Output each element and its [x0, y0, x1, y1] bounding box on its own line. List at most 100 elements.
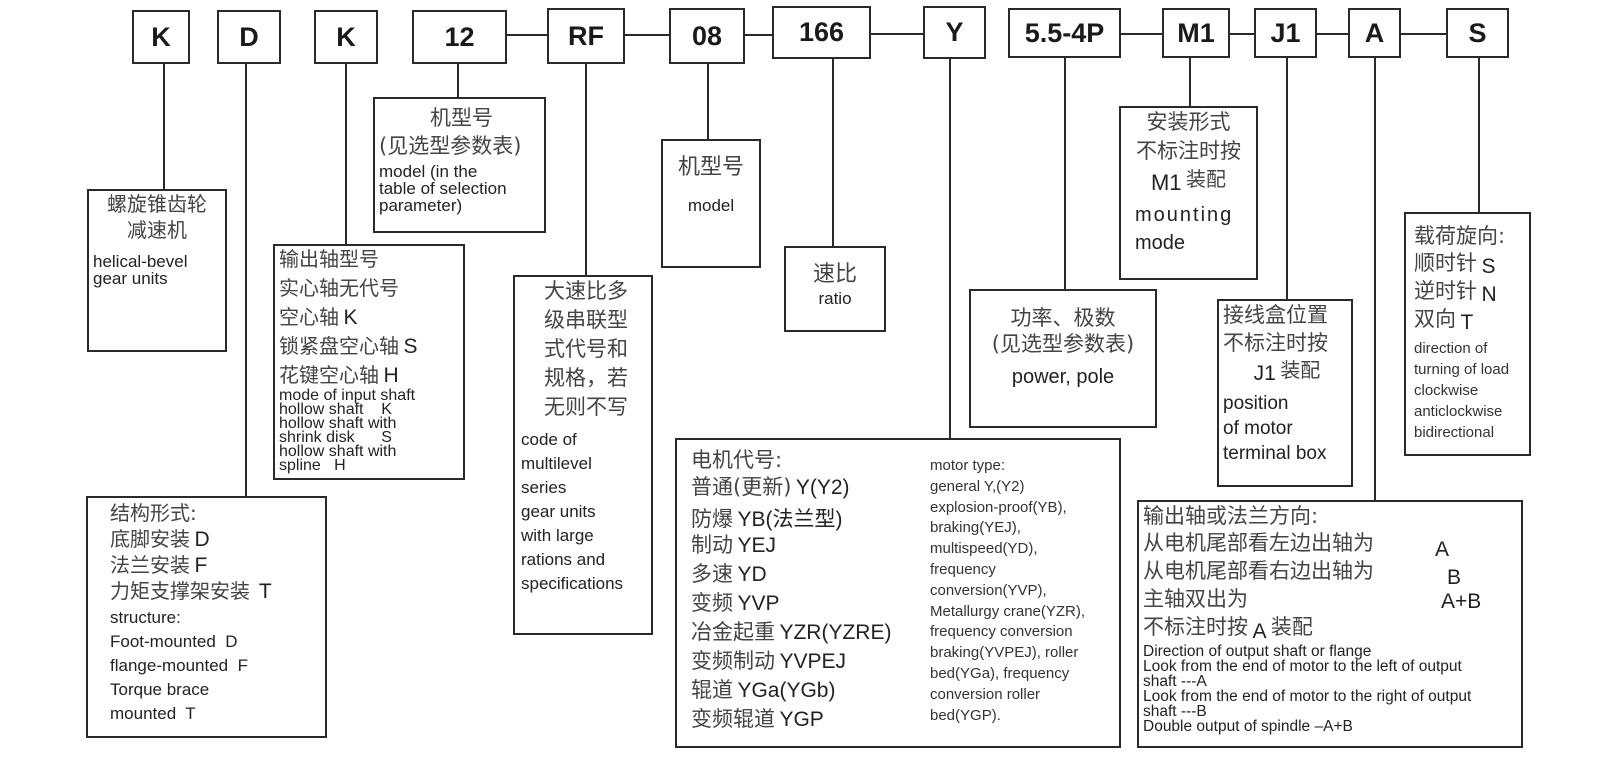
connector-a-s	[1401, 33, 1446, 35]
size-en-line: parameter)	[379, 196, 463, 215]
load-title: 载荷旋向:	[1414, 224, 1506, 248]
code-box-d-structure: D	[217, 10, 281, 64]
leader-motor	[949, 59, 951, 438]
size-zh-line: 机型号	[430, 106, 493, 130]
box-mounting: 安装形式 不标注时按 M1 装配 mounting mode	[1119, 106, 1258, 280]
shaft-item: 实心轴无代号	[279, 276, 399, 300]
code-box-size: 12	[412, 10, 507, 64]
mounting-zh-line: 不标注时按	[1136, 139, 1241, 163]
motor-en-line: Metallurgy crane(YZR),	[930, 602, 1086, 620]
shaft-item: 空心轴 K	[279, 305, 358, 329]
model-en: model	[687, 196, 735, 215]
motor-item: 变频制动 YVPEJ	[691, 649, 846, 673]
code-box-k-shaft: K	[314, 10, 378, 64]
leader-type	[163, 64, 165, 189]
motor-item: 制动 YEJ	[691, 533, 776, 557]
size-zh-line: (见选型参数表)	[379, 134, 522, 158]
motor-en-line: multispeed(YD),	[930, 540, 1038, 558]
terminal-zh-line: 不标注时按	[1223, 331, 1328, 355]
connector-rf-08	[625, 34, 669, 36]
terminal-en-line: terminal box	[1223, 443, 1327, 464]
leader-shaft	[345, 64, 347, 244]
box-model: 机型号 model	[661, 139, 761, 268]
motor-en-line: motor type:	[930, 457, 1006, 474]
leader-rf	[585, 64, 587, 275]
box-power-pole: 功率、极数 (见选型参数表) power, pole	[969, 289, 1157, 428]
model-zh: 机型号	[677, 155, 744, 180]
code-box-ratio: 166	[772, 6, 871, 59]
multilevel-en-line: specifications	[521, 574, 624, 593]
code-box-rf: RF	[547, 8, 625, 64]
power-zh-line: (见选型参数表)	[991, 332, 1135, 356]
motor-en-line: conversion(YVP),	[930, 581, 1047, 599]
connector-08-166	[745, 34, 772, 36]
shaft-item: 花键空心轴 H	[279, 363, 399, 387]
leader-power	[1064, 58, 1066, 289]
leader-size	[457, 64, 459, 97]
multilevel-en-line: series	[521, 478, 567, 497]
code-box-direction: A	[1348, 8, 1401, 58]
size-en-line: table of selection	[379, 179, 507, 198]
multilevel-zh-line: 级串联型	[544, 308, 628, 332]
power-en: power, pole	[1011, 366, 1115, 388]
leader-structure	[245, 64, 247, 496]
direction-en-line: Double output of spindle –A+B	[1143, 718, 1353, 735]
direction-en-line: Look from the end of motor to the left o…	[1143, 658, 1462, 675]
direction-en-line: Look from the end of motor to the right …	[1143, 688, 1472, 705]
direction-en-line: shaft ---A	[1143, 673, 1207, 690]
motor-item: 变频 YVP	[691, 591, 780, 615]
code-box-power: 5.5-4P	[1008, 8, 1121, 58]
code-box-motor: Y	[923, 6, 986, 59]
load-en-line: direction of	[1414, 340, 1488, 357]
connector-12-rf	[507, 34, 547, 36]
type-zh-line: 螺旋锥齿轮	[107, 192, 207, 216]
direction-en-line: Direction of output shaft or flange	[1143, 643, 1372, 660]
motor-en-line: frequency conversion	[930, 623, 1073, 641]
leader-load	[1478, 58, 1480, 212]
code-box-terminal: J1	[1254, 8, 1317, 58]
terminal-en-line: position	[1223, 393, 1289, 414]
mounting-default: M1 装配	[1150, 167, 1226, 195]
ratio-en: ratio	[818, 289, 852, 308]
structure-item: 法兰安装 F	[110, 553, 208, 577]
connector-166-y	[871, 33, 923, 35]
shaft-en-line: mode of input shaft	[279, 387, 416, 404]
motor-title: 电机代号:	[691, 448, 783, 472]
terminal-en-line: of motor	[1223, 418, 1293, 439]
multilevel-en-line: with large	[521, 526, 594, 545]
shaft-item: 锁紧盘空心轴 S	[279, 334, 418, 358]
motor-item: 多速 YD	[691, 562, 767, 586]
mounting-zh-line: 安装形式	[1146, 110, 1231, 134]
size-en-line: model (in the	[379, 162, 478, 181]
shaft-en-line: spline H	[279, 457, 346, 474]
load-en-line: anticlockwise	[1414, 403, 1503, 420]
structure-en-line: mounted T	[110, 704, 196, 723]
direction-title: 输出轴或法兰方向:	[1143, 504, 1319, 528]
code-box-08: 08	[669, 8, 745, 64]
leader-ratio	[832, 59, 834, 246]
load-item: 顺时针 S	[1414, 251, 1496, 278]
box-multilevel: 大速比多 级串联型 式代号和 规格，若 无则不写 code of multile…	[513, 275, 653, 635]
motor-en-line: explosion-proof(YB),	[930, 498, 1067, 516]
multilevel-zh-line: 无则不写	[544, 395, 628, 419]
shaft-en-line: hollow shaft with	[279, 443, 397, 460]
connector-m1-j1	[1230, 33, 1254, 35]
motor-en-line: braking(YVPEJ), roller	[930, 644, 1079, 662]
multilevel-zh-line: 式代号和	[544, 337, 628, 361]
code-box-k-type: K	[132, 10, 190, 64]
multilevel-en-line: multilevel	[521, 454, 592, 473]
motor-en-line: general Y,(Y2)	[930, 477, 1025, 495]
structure-item: 力矩支撑架安装 T	[110, 579, 272, 603]
box-ratio: 速比 ratio	[784, 246, 886, 332]
shaft-en-line: hollow shaft K	[279, 401, 392, 418]
terminal-default: J1 装配	[1253, 358, 1321, 385]
leader-08	[707, 64, 709, 140]
box-output-shaft: 输出轴型号 实心轴无代号 空心轴 K 锁紧盘空心轴 S 花键空心轴 H mode…	[273, 244, 465, 480]
motor-en-line: bed(YGP).	[930, 706, 1001, 724]
terminal-zh-line: 接线盒位置	[1223, 303, 1328, 327]
shaft-en-line: hollow shaft with	[279, 415, 397, 432]
structure-item: 底脚安装 D	[110, 527, 210, 551]
structure-en-line: flange-mounted F	[110, 656, 248, 675]
